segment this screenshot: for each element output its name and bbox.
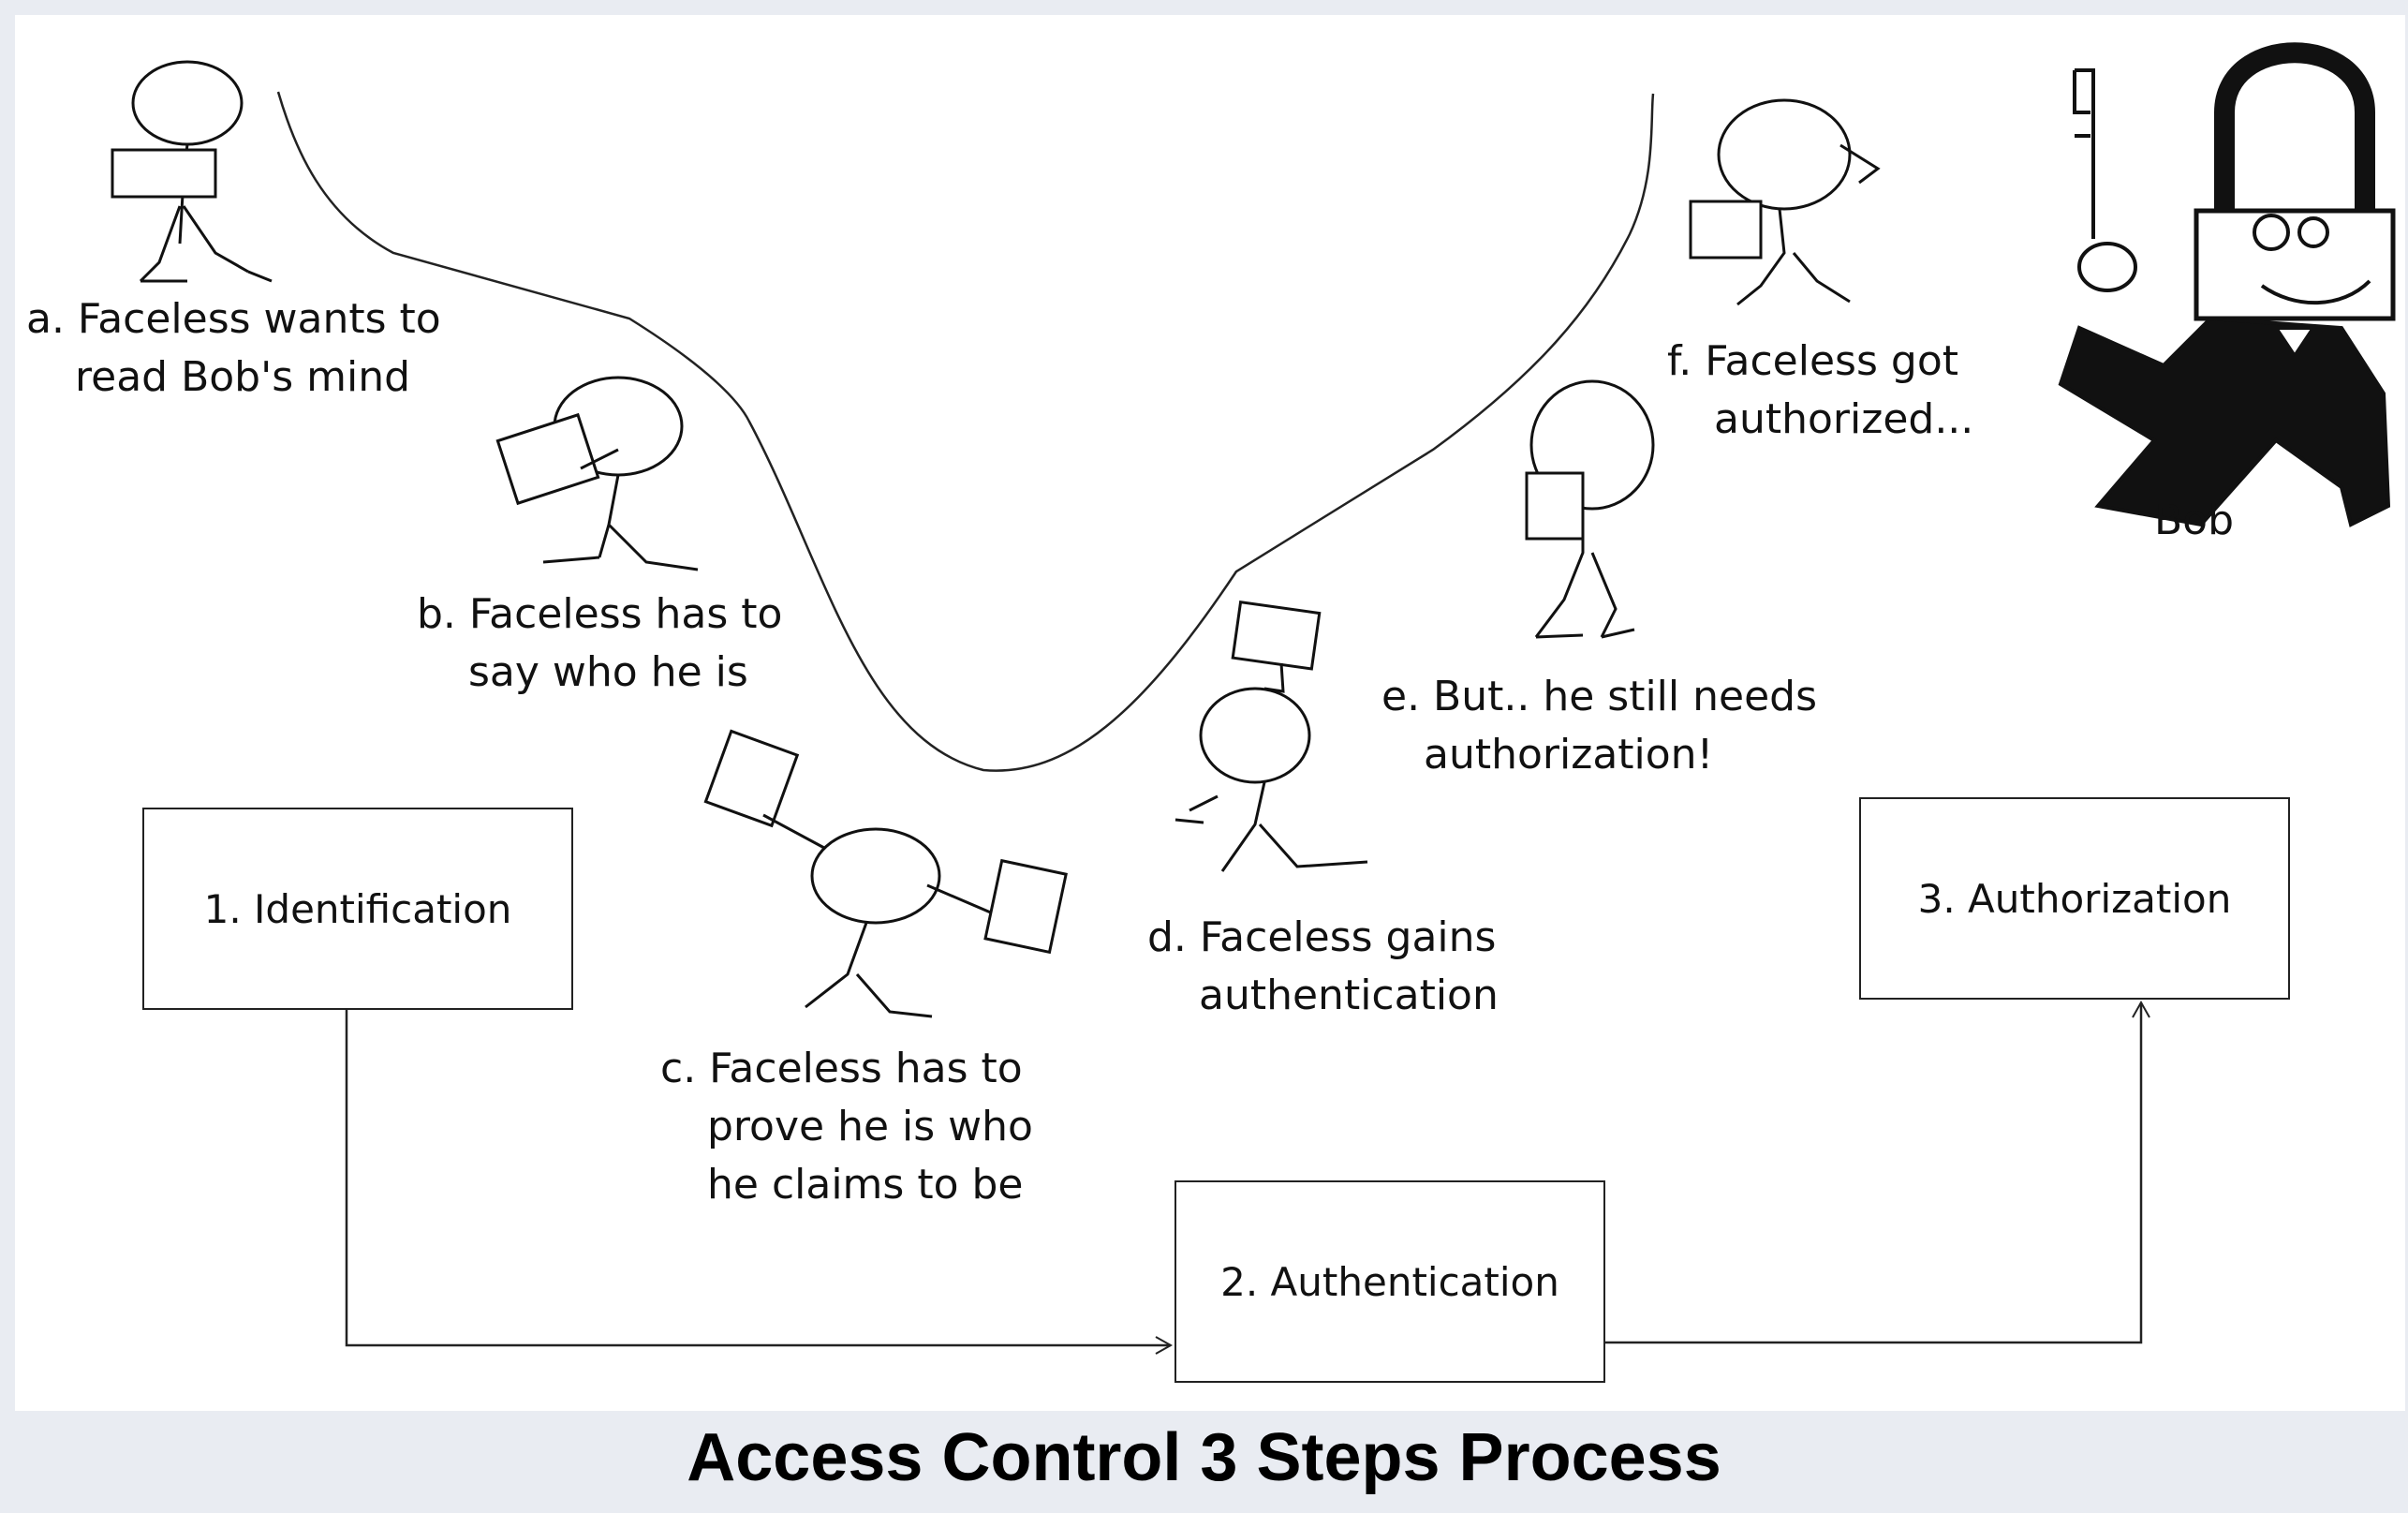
caption-b-line-2: say who he is: [468, 648, 748, 696]
caption-c-line-1: c. Faceless has to: [660, 1045, 1023, 1092]
step-authorization-label: 3. Authorization: [1917, 875, 2232, 922]
faceless-figure-d: [1174, 601, 1368, 872]
step-authentication-label: 2. Authentication: [1220, 1258, 1559, 1305]
caption-e-line-1: e. But.. he still needs: [1381, 673, 1817, 720]
page-title: Access Control 3 Steps Process: [687, 1420, 1721, 1495]
caption-f-line-1: f. Faceless got: [1667, 337, 1958, 385]
bob-label: Bob: [2154, 497, 2235, 544]
connector-identification-to-authentication: [345, 1009, 1174, 1355]
caption-d: d. Faceless gains authentication: [1147, 909, 1499, 1025]
faceless-figure-a: [111, 60, 273, 283]
caption-c-line-3: he claims to be: [707, 1161, 1024, 1209]
connector-authentication-to-authorization: [1605, 1000, 2150, 1344]
bob-padlock-character: [2058, 42, 2396, 527]
caption-c-line-2: prove he is who: [707, 1103, 1033, 1150]
step-authorization-box: 3. Authorization: [1859, 797, 2290, 1000]
step-identification-label: 1. Identification: [203, 885, 512, 932]
caption-a: a. Faceless wants to read Bob's mind: [26, 290, 441, 407]
caption-e-line-2: authorization!: [1424, 731, 1714, 779]
faceless-figure-c: [703, 729, 1068, 1018]
caption-a-line-2: read Bob's mind: [75, 353, 411, 401]
caption-d-line-1: d. Faceless gains: [1147, 913, 1497, 961]
caption-f-line-2: authorized...: [1714, 395, 1974, 443]
faceless-figure-e: [1525, 379, 1655, 639]
step-authentication-box: 2. Authentication: [1174, 1180, 1605, 1383]
caption-d-line-2: authentication: [1199, 972, 1499, 1019]
step-identification-box: 1. Identification: [142, 808, 573, 1010]
faceless-figure-b: [495, 376, 699, 571]
faceless-figure-f: [1689, 98, 1881, 306]
caption-c: c. Faceless has to prove he is who he cl…: [660, 1040, 1033, 1214]
caption-e: e. But.. he still needs authorization!: [1381, 668, 1817, 784]
caption-f: f. Faceless got authorized...: [1667, 333, 1973, 449]
caption-b: b. Faceless has to say who he is: [417, 586, 782, 702]
journey-curve: [276, 91, 1655, 772]
caption-b-line-1: b. Faceless has to: [417, 590, 783, 638]
caption-a-line-1: a. Faceless wants to: [26, 295, 441, 343]
